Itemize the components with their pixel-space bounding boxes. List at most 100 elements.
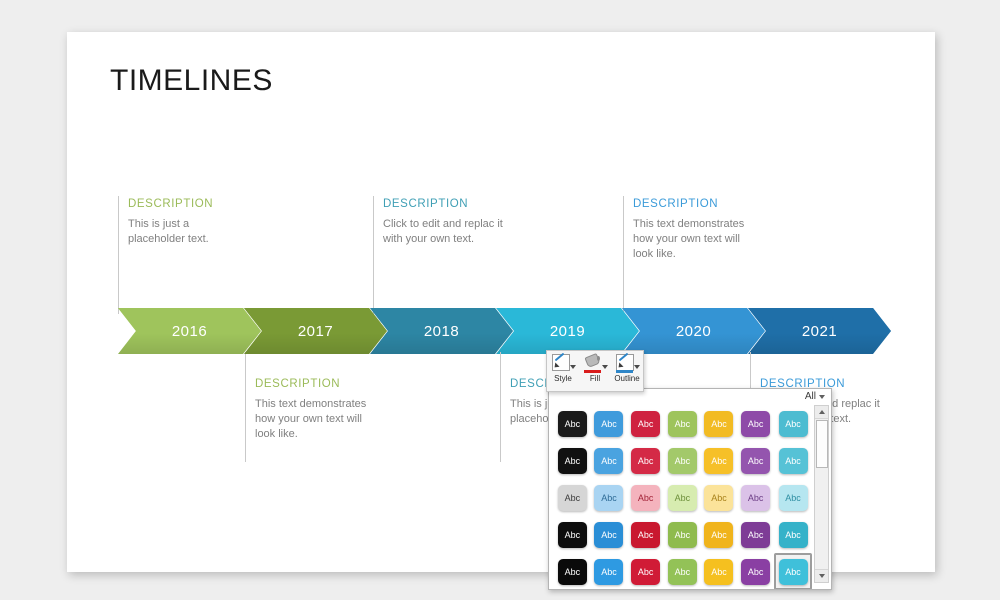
gallery-filter-label: All [804,391,816,402]
description-text: Click to edit and replac it with your ow… [383,218,503,245]
timeline-step-label: 2019 [549,322,586,340]
shape-style-icon [550,352,576,373]
style-swatch[interactable]: Abc [774,516,812,553]
outline-label: Outline [614,374,640,383]
swatch-preview: Abc [631,410,661,437]
scrollbar-thumb[interactable] [816,420,828,468]
gallery-scrollbar[interactable] [814,405,829,583]
style-swatch[interactable]: Abc [591,442,628,479]
swatch-preview: Abc [557,521,587,548]
style-swatch[interactable]: Abc [554,405,591,442]
swatch-preview: Abc [557,484,587,511]
style-swatch[interactable]: Abc [774,405,812,442]
scroll-down-button[interactable] [815,569,828,582]
description-heading: DESCRIPTION [633,198,719,210]
style-swatch[interactable]: Abc [701,405,738,442]
style-swatch[interactable]: Abc [737,479,774,516]
scroll-up-button[interactable] [815,406,828,419]
style-swatch[interactable]: Abc [554,516,591,553]
swatch-preview: Abc [778,521,808,548]
style-swatch[interactable]: Abc [591,516,628,553]
triangle-down-icon [818,574,825,578]
style-swatch[interactable]: Abc [627,479,664,516]
timeline-step-2017[interactable]: 2017 [244,308,387,354]
style-swatch[interactable]: Abc [701,479,738,516]
timeline-step-2018[interactable]: 2018 [370,308,513,354]
timeline-step-2020[interactable]: 2020 [622,308,765,354]
style-swatch[interactable]: Abc [591,405,628,442]
swatch-preview: Abc [631,447,661,474]
style-swatch[interactable]: Abc [737,516,774,553]
timeline-step-label: 2018 [423,322,460,340]
style-swatch[interactable]: Abc [774,479,812,516]
description-block: DESCRIPTION This text demonstrates how yo… [633,198,753,262]
swatch-preview: Abc [594,447,624,474]
connector-line [373,196,374,314]
style-swatch[interactable]: Abc [664,405,701,442]
chevron-down-icon [819,394,825,399]
style-swatch[interactable]: Abc [554,553,591,589]
fill-bucket-icon [582,352,608,373]
swatch-preview: Abc [778,447,808,474]
style-swatch[interactable]: Abc [737,553,774,589]
swatch-preview: Abc [631,521,661,548]
chevron-down-icon[interactable] [634,365,640,369]
style-button[interactable]: Style [547,351,579,391]
swatch-preview: Abc [557,558,587,585]
style-swatch[interactable]: Abc [664,516,701,553]
timeline-step-label: 2020 [675,322,712,340]
connector-line [118,196,119,314]
description-heading: DESCRIPTION [383,198,469,210]
swatch-preview: Abc [667,484,697,511]
style-swatch[interactable]: Abc [627,516,664,553]
style-swatch[interactable]: Abc [554,442,591,479]
swatch-preview: Abc [594,484,624,511]
chevron-down-icon[interactable] [602,365,608,369]
swatch-preview: Abc [778,484,808,511]
style-swatch[interactable]: Abc [701,516,738,553]
style-swatch[interactable]: Abc [737,405,774,442]
timeline-step-2021[interactable]: 2021 [748,308,891,354]
description-block: DESCRIPTION Click to edit and replac it w… [383,198,503,247]
outline-button[interactable]: Outline [611,351,643,391]
presentation-slide: TIMELINES [67,32,935,572]
connector-line [245,352,246,462]
swatch-preview: Abc [594,521,624,548]
style-swatch[interactable]: Abc [664,442,701,479]
style-swatch-selected[interactable]: Abc [774,553,812,589]
style-swatch[interactable]: Abc [701,442,738,479]
fill-button[interactable]: Fill [579,351,611,391]
chevron-down-icon[interactable] [570,365,576,369]
description-heading: DESCRIPTION [760,378,846,390]
style-swatch[interactable]: Abc [591,553,628,589]
timeline-step-2016[interactable]: 2016 [118,308,261,354]
swatch-preview: Abc [594,558,624,585]
description-text: This text demonstrates how your own text… [633,218,745,260]
description-heading: DESCRIPTION [128,198,214,210]
swatch-preview: Abc [704,447,734,474]
style-swatch[interactable]: Abc [627,405,664,442]
style-swatch[interactable]: Abc [627,553,664,589]
connector-line [623,196,624,314]
style-swatch[interactable]: Abc [664,479,701,516]
swatch-preview: Abc [778,410,808,437]
swatch-preview: Abc [741,447,771,474]
style-swatch[interactable]: Abc [701,553,738,589]
style-swatch[interactable]: Abc [664,553,701,589]
style-swatch[interactable]: Abc [774,442,812,479]
gallery-filter-dropdown[interactable]: All [805,391,825,402]
style-swatch[interactable]: Abc [554,479,591,516]
timeline-step-2019[interactable]: 2019 [496,308,639,354]
swatch-preview: Abc [741,521,771,548]
style-swatch[interactable]: Abc [627,442,664,479]
style-swatch[interactable]: Abc [591,479,628,516]
triangle-up-icon [818,410,825,414]
style-swatch[interactable]: Abc [737,442,774,479]
description-heading: DESCRIPTION [255,378,341,390]
shape-outline-icon [614,352,640,373]
